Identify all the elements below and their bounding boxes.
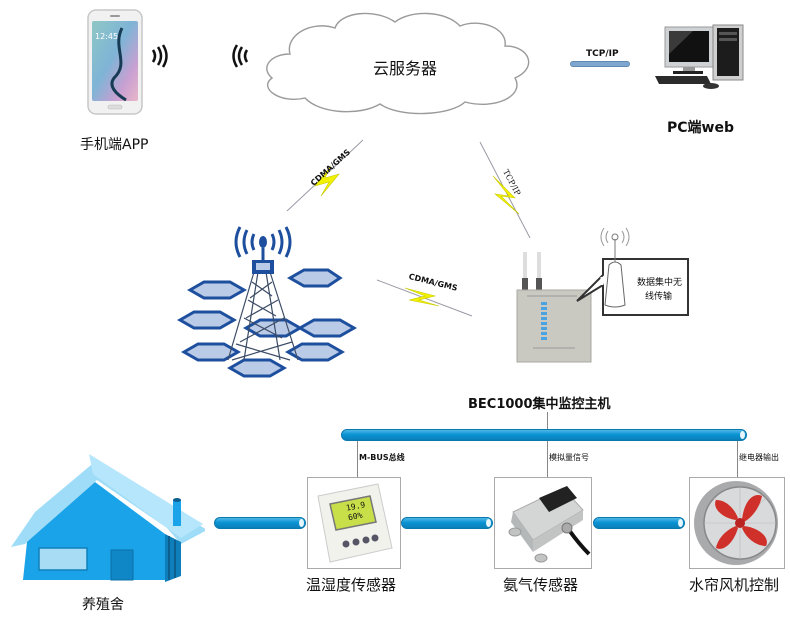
ammonia-fan-pipe bbox=[593, 517, 685, 529]
smartphone-icon bbox=[87, 9, 143, 115]
callout-text-line1: 数据集中无 bbox=[637, 278, 683, 288]
house-icon bbox=[11, 454, 205, 582]
temperature-humidity-sensor-node: 19.9 60% bbox=[307, 477, 401, 569]
fan-node bbox=[689, 477, 785, 569]
ammonia-sensor-icon bbox=[508, 486, 591, 563]
wireless-signal-icon-right bbox=[151, 44, 168, 68]
cloud-pc-link bbox=[570, 61, 630, 67]
lightning-link-cloud-tower bbox=[286, 139, 364, 212]
mbus-connector bbox=[357, 441, 358, 477]
lightning-link-cloud-host bbox=[479, 141, 531, 239]
relay-connector bbox=[737, 441, 738, 477]
main-bus-pipe bbox=[341, 429, 747, 441]
temperature-humidity-sensor-label: 温湿度传感器 bbox=[306, 576, 397, 594]
relay-output-label: 继电器输出 bbox=[739, 453, 779, 462]
wireless-transmission-callout bbox=[576, 227, 689, 316]
desktop-computer-icon bbox=[655, 24, 744, 89]
callout-text-line2: 线传输 bbox=[645, 292, 673, 302]
cloud-icon bbox=[266, 12, 530, 115]
fan-control-label: 水帘风机控制 bbox=[689, 576, 780, 594]
tcp-ip-link-label: TCP/IP bbox=[586, 49, 619, 59]
cell-tower-icon bbox=[176, 226, 358, 378]
ammonia-sensor-node bbox=[494, 477, 592, 569]
pc-web-label: PC端web bbox=[667, 120, 734, 136]
mobile-app-label: 手机端APP bbox=[80, 137, 149, 153]
ammonia-sensor-label: 氨气传感器 bbox=[503, 576, 579, 594]
analog-signal-label: 模拟量信号 bbox=[549, 453, 589, 462]
host-label: BEC1000集中监控主机 bbox=[468, 397, 611, 412]
mbus-label: M-BUS总线 bbox=[359, 453, 405, 462]
sensor-ammonia-pipe bbox=[401, 517, 493, 529]
fan-icon bbox=[694, 481, 778, 565]
host-bus-connector bbox=[547, 412, 548, 434]
cloud-server-label: 云服务器 bbox=[373, 59, 438, 78]
analog-connector bbox=[547, 441, 548, 477]
wireless-signal-icon-left bbox=[232, 44, 249, 68]
barn-sensor-pipe bbox=[214, 517, 306, 529]
lightning-link-tower-host bbox=[376, 279, 473, 317]
barn-label: 养殖舍 bbox=[82, 597, 124, 613]
mobile-app-node: 12:45 bbox=[86, 8, 146, 118]
monitor-host-icon bbox=[516, 252, 592, 363]
temperature-humidity-sensor-icon bbox=[317, 483, 393, 563]
phone-clock: 12:45 bbox=[95, 32, 119, 41]
